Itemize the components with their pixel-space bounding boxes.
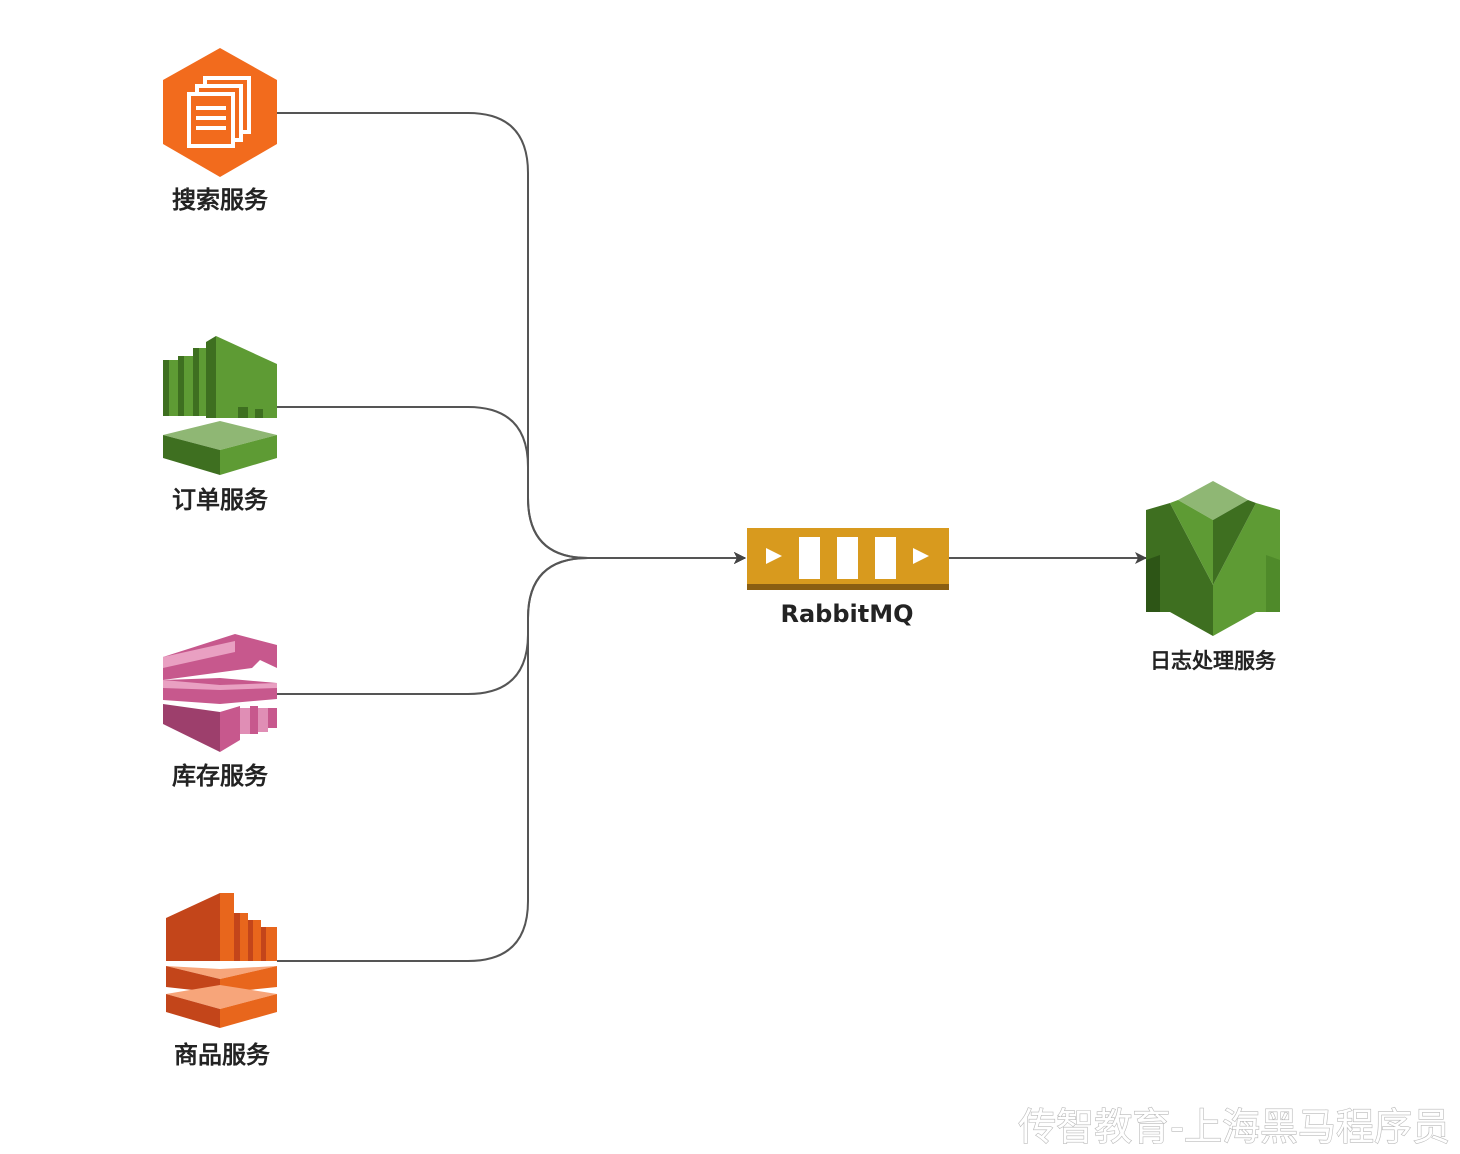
order-service-node[interactable]: 订单服务 bbox=[163, 336, 277, 514]
aws-green-vee-icon bbox=[1146, 481, 1280, 636]
product-service-label: 商品服务 bbox=[174, 1041, 271, 1069]
aws-orange-storage-icon bbox=[166, 893, 277, 1028]
search-service-label: 搜索服务 bbox=[172, 186, 269, 214]
order-service-label: 订单服务 bbox=[172, 486, 269, 514]
product-service-node[interactable]: 商品服务 bbox=[166, 893, 277, 1069]
message-queue-icon bbox=[747, 528, 949, 590]
rabbitmq-node[interactable]: RabbitMQ bbox=[747, 528, 949, 628]
edge-search-to-mq bbox=[277, 112, 746, 564]
watermark-text: 传智教育-上海黑马程序员 bbox=[1018, 1105, 1450, 1149]
edge-product-to-mq bbox=[277, 552, 746, 962]
log-service-label: 日志处理服务 bbox=[1150, 649, 1277, 673]
inventory-service-node[interactable]: 库存服务 bbox=[163, 634, 277, 790]
log-service-node[interactable]: 日志处理服务 bbox=[1146, 481, 1280, 673]
inventory-service-label: 库存服务 bbox=[172, 762, 269, 790]
aws-pink-stack-icon bbox=[163, 634, 277, 752]
aws-green-storage-icon bbox=[163, 336, 277, 475]
rabbitmq-label: RabbitMQ bbox=[780, 600, 913, 628]
edge-inventory-to-mq bbox=[277, 552, 746, 695]
edge-order-to-mq bbox=[277, 406, 746, 564]
search-service-node[interactable]: 搜索服务 bbox=[163, 48, 277, 214]
aws-documents-hexagon-icon bbox=[163, 48, 277, 177]
